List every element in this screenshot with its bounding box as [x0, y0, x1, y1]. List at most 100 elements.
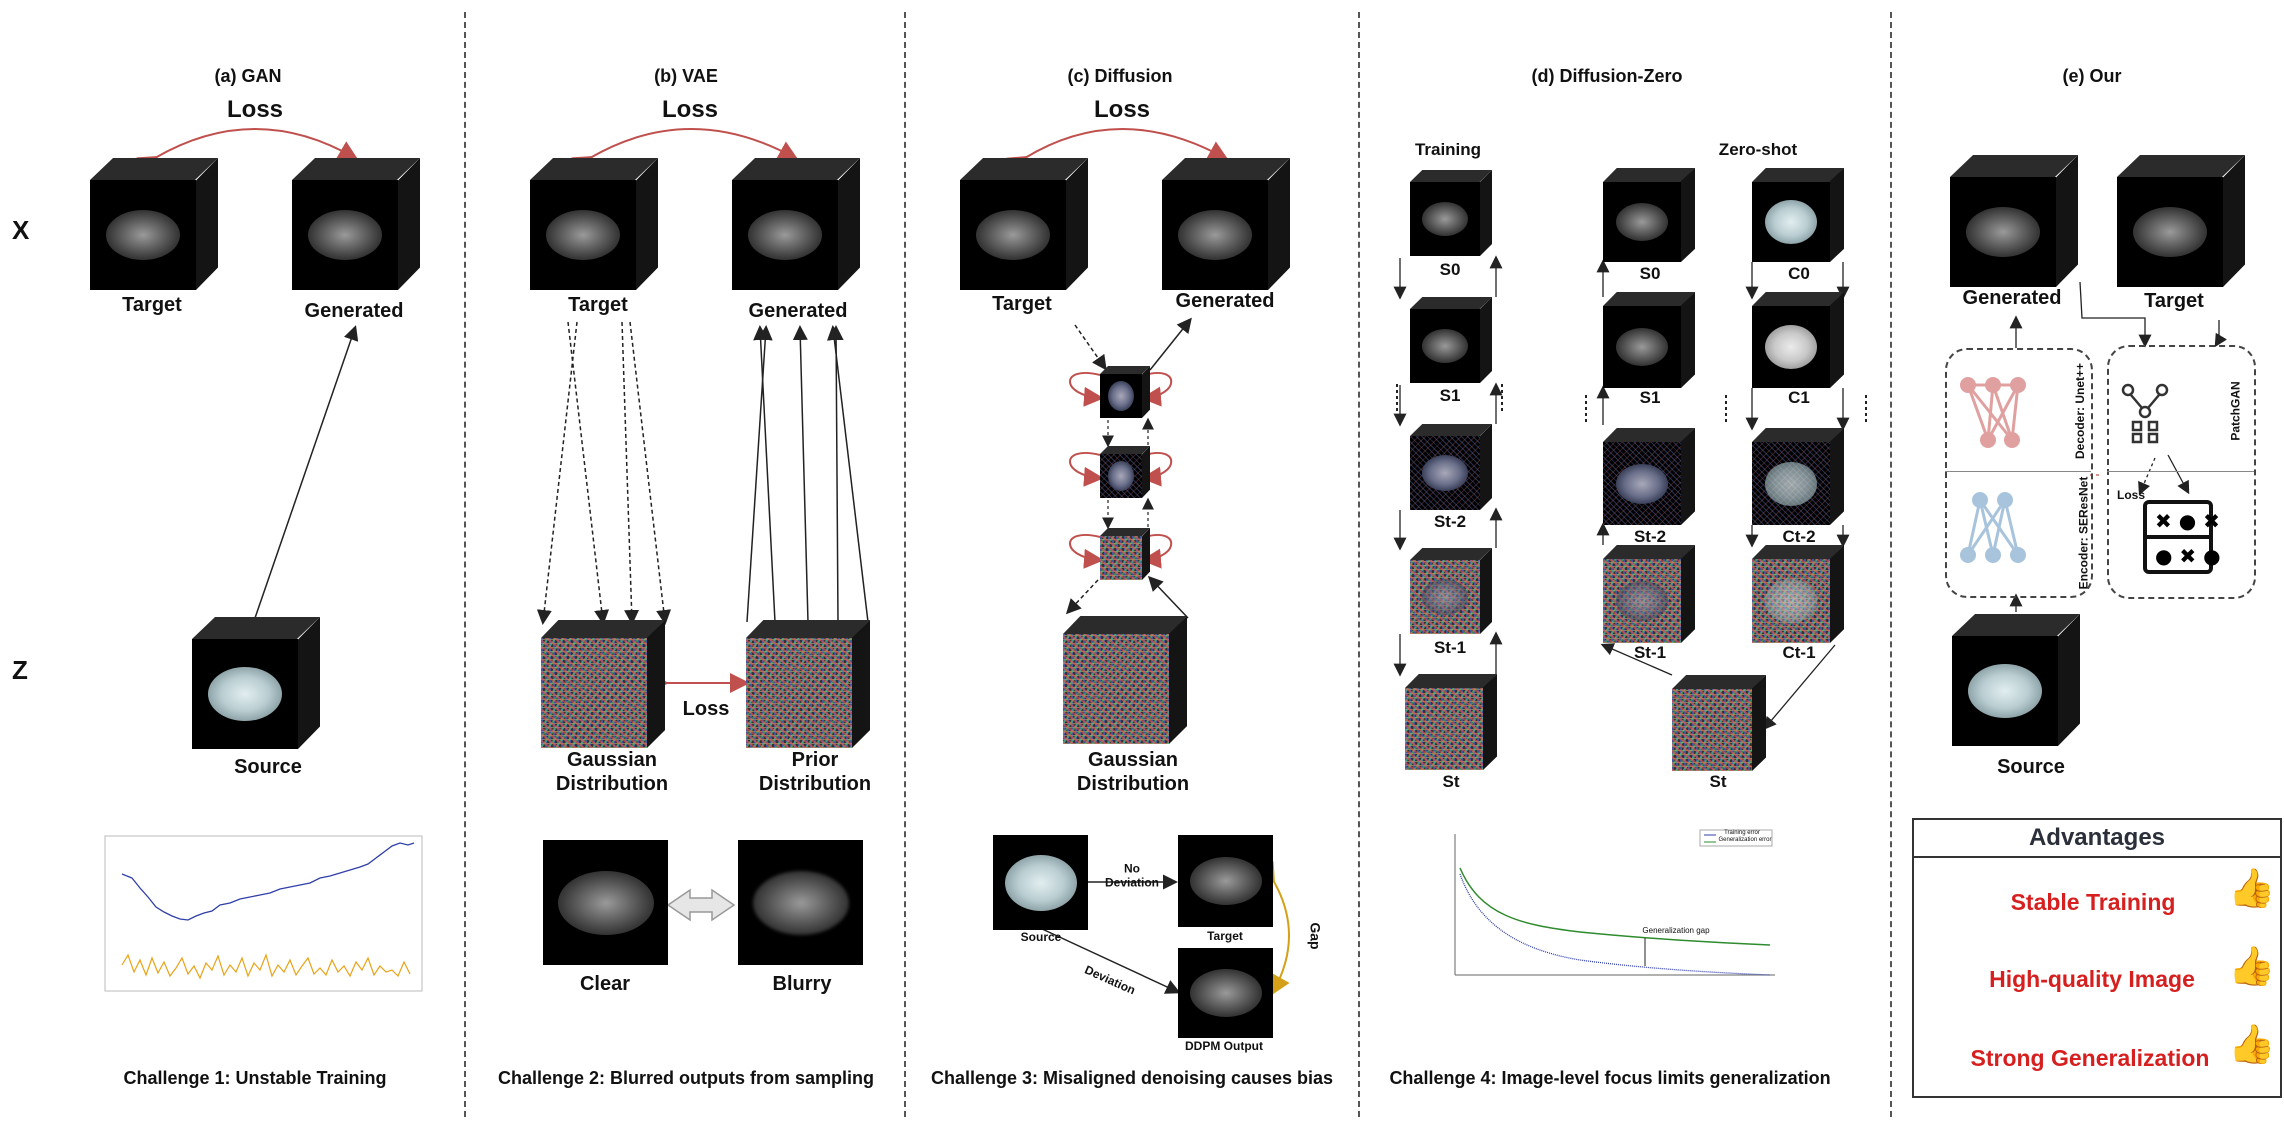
zero-shot-label-s0: S0: [1639, 264, 1661, 283]
panel-title-gan: (a) GAN: [214, 66, 282, 86]
vae-decoder-arrows: [746, 325, 869, 623]
chart-legend-training: Training error: [1724, 830, 1760, 836]
zero-train-label-s0: S0: [1439, 260, 1461, 279]
svg-text:● ✖ ●: ● ✖ ●: [2155, 544, 2221, 568]
diffusion-step-to-generated-arrow: [1149, 317, 1192, 371]
discriminator-grid-icon: ✖ ● ✖ ● ✖ ●: [2143, 500, 2221, 574]
diffusion-step-cube-2: [1100, 446, 1150, 498]
panel-title-vae: (b) VAE: [654, 66, 718, 86]
patchgan-icon: [2121, 383, 2169, 444]
zero-shot-arrows: [1596, 259, 1850, 730]
vae-double-arrow: [666, 888, 736, 922]
ours-target-label: Target: [2144, 290, 2204, 312]
zero-shot-label-c1: C1: [1788, 388, 1810, 407]
decoder-nodes: [1960, 377, 2026, 448]
vae-blurry-image: [738, 840, 863, 965]
encoder-nodes: [1960, 492, 2026, 563]
vae-prior-label: Prior Distribution: [758, 749, 872, 795]
diffusion-gaussian-cube: [1063, 616, 1187, 744]
zero-train-cube-s1: [1410, 297, 1492, 383]
diffusion-target-small-image: [1178, 835, 1273, 927]
zero-shot-cube-c0: [1752, 168, 1844, 262]
gan-loss-arc: [136, 128, 359, 175]
thumbs-up-icon: 👍: [2228, 868, 2276, 910]
diffusion-target-label: Target: [992, 293, 1052, 315]
vae-encoder-dashed-arrows: [536, 321, 672, 625]
panel-title-diffusion-zero: (d) Diffusion-Zero: [1531, 66, 1683, 86]
vae-gaussian-cube: [541, 620, 665, 748]
gan-training-chart: [104, 835, 423, 992]
deviation-arrow: [1039, 927, 1181, 994]
advantages-title: Advantages: [1914, 820, 2280, 858]
panel-title-diffusion: (c) Diffusion: [1067, 66, 1173, 86]
zero-train-label-s1: S1: [1439, 386, 1461, 405]
diffusion-chain-arrows: [1102, 417, 1154, 530]
decoder-label: Decoder: Unet++: [2073, 362, 2088, 460]
chart-legend-generalization: Generalization error: [1718, 837, 1772, 843]
diffusion-to-gaussian-arrow: [1065, 579, 1099, 615]
ddpm-output-label: DDPM Output: [1185, 1039, 1263, 1053]
zero-train-cube-st1: [1410, 548, 1492, 634]
diffusion-target-cube: [960, 158, 1088, 290]
diffusion-target-small-label: Target: [1207, 929, 1243, 943]
patchgan-label: PatchGAN: [2228, 381, 2243, 441]
gan-source-to-generated-arrow: [254, 325, 359, 619]
gan-generated-cube: [292, 158, 420, 290]
ours-loss-label: Loss: [2116, 488, 2146, 502]
divider-3: [1358, 12, 1360, 1117]
ours-generated-label: Generated: [1962, 287, 2062, 309]
zero-shot-cube-st1: [1603, 545, 1695, 643]
advantage-generalization: Strong Generalization: [1970, 1045, 2210, 1071]
zero-train-cube-st2: [1410, 424, 1492, 510]
no-deviation-label: No Deviation: [1104, 861, 1160, 890]
diffusion-step-cube-3: [1100, 528, 1150, 580]
ours-arrows: [2009, 281, 2227, 612]
thumbs-up-icon: 👍: [2228, 1024, 2276, 1066]
zero-shot-cube-ct2: [1752, 428, 1844, 525]
vae-blurry-label: Blurry: [772, 973, 832, 995]
zero-shot-cube-ct1: [1752, 545, 1844, 643]
vae-clear-label: Clear: [579, 973, 631, 995]
zero-shot-cube-st: [1672, 675, 1766, 771]
gan-target-label: Target: [122, 294, 182, 316]
advantage-stable-training: Stable Training: [2010, 889, 2176, 915]
gaussian-to-diffusion-arrow: [1147, 575, 1189, 619]
gan-loss-label: Loss: [226, 96, 284, 123]
vae-target-cube: [530, 158, 658, 290]
zero-shot-header: Zero-shot: [1718, 140, 1798, 159]
ours-source-cube: [1952, 614, 2080, 746]
blue-training-curve: [1459, 873, 1771, 976]
generalization-gap-label: Generalization gap: [1642, 926, 1710, 935]
zero-train-cube-s0: [1410, 170, 1492, 256]
diffusion-loss-arc: [1006, 128, 1229, 175]
green-generalization-curve: [1459, 867, 1771, 946]
zero-train-label-st2: St-2: [1433, 512, 1467, 531]
zero-shot-label-st1: St-1: [1633, 643, 1667, 662]
zero-shot-label-ct1: Ct-1: [1782, 643, 1816, 662]
generator-split-line: [1945, 471, 2091, 472]
advantages-box: Advantages: [1912, 818, 2282, 1098]
zero-train-label-st1: St-1: [1433, 638, 1467, 657]
gan-source-label: Source: [234, 756, 302, 778]
diffusion-step-cube-1: [1100, 366, 1150, 418]
zero-ellipsis-lines: [1396, 384, 1867, 423]
diffusion-source-image: [993, 835, 1088, 930]
zero-shot-cube-s0: [1603, 168, 1695, 262]
vae-target-label: Target: [568, 294, 628, 316]
vae-latent-loss-label: Loss: [682, 698, 730, 720]
diffusion-gaussian-label: Gaussian Distribution: [1076, 749, 1190, 795]
generalization-chart: [1440, 824, 1780, 984]
diffusion-generated-cube: [1162, 158, 1290, 290]
zero-shot-cube-s1: [1603, 292, 1695, 388]
challenge-4-caption: Challenge 4: Image-level focus limits ge…: [1389, 1068, 1831, 1088]
divider-4: [1890, 12, 1892, 1117]
thumbs-up-icon: 👍: [2228, 946, 2276, 988]
vae-gaussian-label: Gaussian Distribution: [555, 749, 669, 795]
vae-prior-cube: [746, 620, 870, 748]
axis-x-label: X: [12, 215, 30, 245]
vae-loss-label: Loss: [661, 96, 719, 123]
diffusion-step-loops: [1069, 372, 1173, 569]
diffusion-loss-label: Loss: [1093, 96, 1151, 123]
ours-source-label: Source: [1997, 756, 2065, 778]
vae-loss-arc: [571, 128, 799, 175]
